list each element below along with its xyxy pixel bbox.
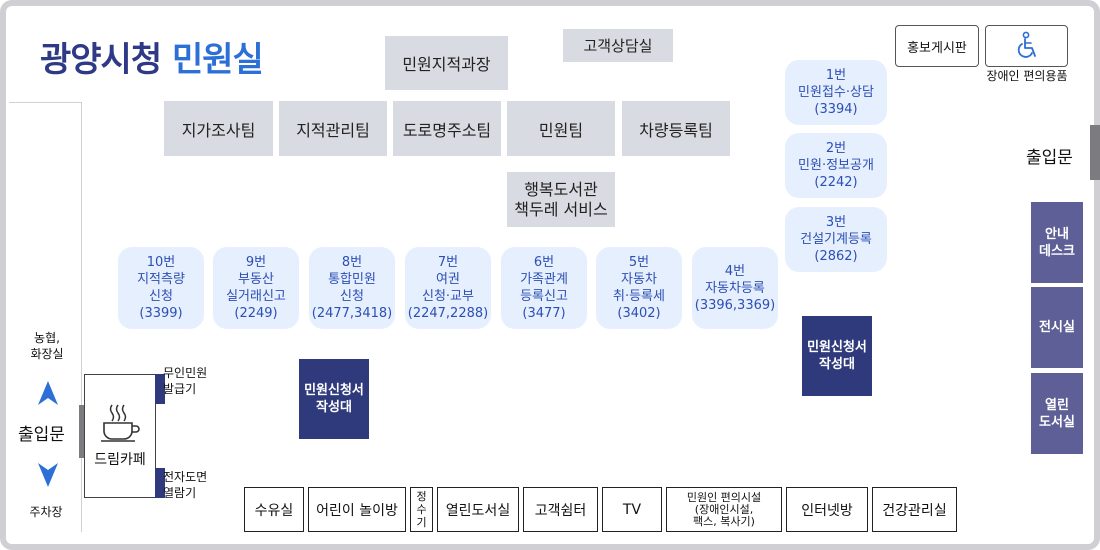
counter-8[interactable]: 8번 통합민원 신청 (2477,3418) xyxy=(309,247,395,329)
counter-3[interactable]: 3번 건설기계등록 (2862) xyxy=(785,207,887,272)
wheelchair-box[interactable] xyxy=(985,25,1068,67)
left-entrance-label: 출입문 xyxy=(18,425,65,445)
team-land-price[interactable]: 지가조사팀 xyxy=(164,101,273,156)
open-library[interactable]: 열린도서실 xyxy=(437,487,519,532)
writing-desk[interactable]: 민원신청서 작성대 xyxy=(299,359,369,439)
kiosk-label[interactable]: 무인민원 발급기 xyxy=(163,366,208,396)
counter-1[interactable]: 1번 민원접수·상담 (3394) xyxy=(785,60,887,125)
wheelchair-icon xyxy=(1017,31,1036,58)
counter-10[interactable]: 10번 지적측량 신청 (3399) xyxy=(118,247,204,329)
promo-board[interactable]: 홍보게시판 xyxy=(895,25,979,67)
open-library-room[interactable]: 열린 도서실 xyxy=(1031,373,1083,454)
arrow-down-icon xyxy=(38,463,58,487)
title-part1: 광양시청 xyxy=(40,40,162,80)
counter-7[interactable]: 7번 여권 신청·교부 (2247,2288) xyxy=(405,247,491,329)
convenience-facility[interactable]: 민원인 편의시설 (장애인시설, 팩스, 복사기) xyxy=(666,487,782,532)
team-civil-service[interactable]: 민원팀 xyxy=(507,101,615,156)
parking-label: 주차장 xyxy=(29,505,63,519)
counter-2[interactable]: 2번 민원·정보공개 (2242) xyxy=(785,133,887,198)
nonghyup-label: 농협, 화장실 xyxy=(30,331,64,361)
book-service[interactable]: 행복도서관 책두레 서비스 xyxy=(507,172,615,227)
team-road-address[interactable]: 도로명주소팀 xyxy=(393,101,501,156)
cafe-label: 드림카페 xyxy=(94,452,146,468)
water-purifier[interactable]: 정 수 기 xyxy=(410,487,433,532)
room-cadastral-section[interactable]: 민원지적과장 xyxy=(385,36,508,90)
counter-6[interactable]: 6번 가족관계 등록신고 (3477) xyxy=(501,247,587,329)
title-part2: 민원실 xyxy=(171,40,264,80)
team-cadastral-management[interactable]: 지적관리팀 xyxy=(279,101,387,156)
disabled-supplies-label: 장애인 편의용품 xyxy=(986,69,1068,83)
team-vehicle-registration[interactable]: 차량등록팀 xyxy=(622,101,730,156)
dream-cafe[interactable]: 드림카페 xyxy=(84,374,156,498)
writing-desk[interactable]: 민원신청서 작성대 xyxy=(802,316,872,396)
kiosk-marker xyxy=(155,374,165,404)
right-door-marker xyxy=(1090,125,1100,180)
counter-5[interactable]: 5번 자동차 취·등록세 (3402) xyxy=(596,247,682,329)
exhibition-room[interactable]: 전시실 xyxy=(1031,287,1083,368)
coffee-icon xyxy=(101,404,140,442)
counter-4[interactable]: 4번 자동차등록 (3396,3369) xyxy=(692,247,778,329)
customer-lounge[interactable]: 고객쉼터 xyxy=(523,487,598,532)
page-title: 광양시청 민원실 xyxy=(40,32,264,81)
e-library-marker xyxy=(155,468,165,498)
arrow-up-icon xyxy=(38,381,58,405)
room-customer-counseling[interactable]: 고객상담실 xyxy=(563,29,673,62)
e-library-label[interactable]: 전자도면 열람기 xyxy=(163,470,208,500)
info-desk[interactable]: 안내 데스크 xyxy=(1031,202,1083,283)
right-entrance-label: 출입문 xyxy=(1026,148,1073,168)
internet-room[interactable]: 인터넷방 xyxy=(786,487,868,532)
counter-9[interactable]: 9번 부동산 실거래신고 (2249) xyxy=(213,247,299,329)
tv[interactable]: TV xyxy=(602,487,662,532)
left-corridor xyxy=(9,102,82,532)
kids-playroom[interactable]: 어린이 놀이방 xyxy=(308,487,406,532)
health-room[interactable]: 건강관리실 xyxy=(872,487,957,532)
nursing-room[interactable]: 수유실 xyxy=(244,487,304,532)
